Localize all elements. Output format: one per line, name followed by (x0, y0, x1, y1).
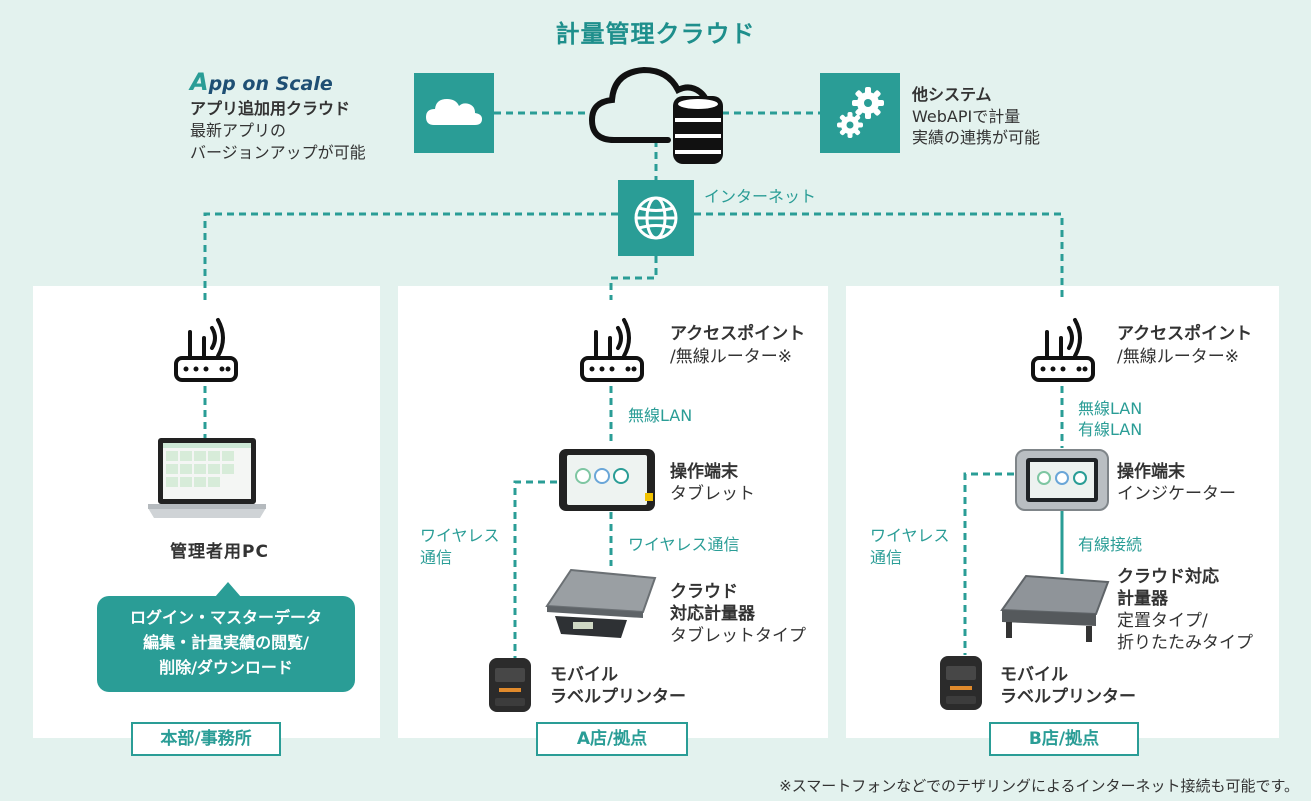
store-b-terminal-label: 操作端末 (1117, 462, 1185, 482)
app-cloud-desc-1: 最新アプリの (190, 121, 287, 140)
other-system-title: 他システム (912, 85, 992, 104)
cloud-icon (588, 66, 711, 143)
app-cloud-title: アプリ追加用クラウド (190, 99, 351, 118)
diagram-title: 計量管理クラウド (555, 20, 756, 48)
site-label-store-b: B店/拠点 (989, 722, 1139, 756)
store-b-terminal-type: インジケーター (1117, 484, 1236, 504)
cloud-icon (426, 99, 482, 125)
database-icon (673, 96, 723, 164)
store-b-wireless-1: ワイヤレス (870, 526, 950, 545)
app-on-scale-logo: App on Scale (190, 68, 333, 96)
other-system-desc-1: WebAPIで計量 (912, 107, 1021, 126)
store-b-printer-label-2: ラベルプリンター (1000, 687, 1136, 707)
store-a-ap-label-2: /無線ルーター※ (670, 347, 792, 367)
router-icon (580, 318, 644, 382)
store-a-ap-label-1: アクセスポイント (670, 324, 806, 344)
bubble-line-3: 削除/ダウンロード (159, 658, 293, 677)
admin-functions-bubble: ログイン・マスターデータ 編集・計量実績の閲覧/ 削除/ダウンロード (97, 582, 355, 692)
other-system-desc-2: 実績の連携が可能 (912, 128, 1041, 147)
router-icon (174, 318, 238, 382)
indicator-icon (1015, 449, 1109, 511)
internet-box (618, 180, 694, 256)
laptop-icon (148, 438, 266, 518)
router-icon (1031, 318, 1095, 382)
store-a-scale-label-3: タブレットタイプ (670, 626, 806, 646)
store-b-ap-label-1: アクセスポイント (1117, 324, 1253, 344)
store-a-printer-label-2: ラベルプリンター (550, 687, 686, 707)
store-b-scale-label-2: 計量器 (1117, 589, 1168, 609)
store-b-printer-label-1: モバイル (1000, 665, 1068, 685)
store-b-scale-label-1: クラウド対応 (1117, 567, 1219, 587)
gears-icon (837, 87, 884, 138)
panel-store-a (398, 286, 828, 738)
scale-icon (545, 568, 657, 638)
internet-label: インターネット (704, 187, 817, 206)
store-b-scale-label-3: 定置タイプ/ (1117, 611, 1208, 631)
store-a-conn-wlan: 無線LAN (628, 406, 693, 425)
printer-icon (489, 658, 531, 712)
store-a-printer-label-1: モバイル (550, 665, 618, 685)
store-a-wireless-2: 通信 (420, 548, 453, 567)
admin-pc-label: 管理者用PC (170, 542, 269, 562)
printer-icon (940, 656, 982, 710)
store-b-scale-label-4: 折りたたみタイプ (1117, 633, 1253, 653)
app-cloud-box (414, 73, 494, 153)
store-a-terminal-type: タブレット (670, 484, 755, 504)
store-a-conn-wireless: ワイヤレス通信 (628, 535, 740, 554)
store-b-conn-wlan: 無線LAN (1078, 399, 1143, 418)
other-system-box (820, 73, 900, 153)
footnote: ※スマートフォンなどでのテザリングによるインターネット接続も可能です。 (779, 777, 1299, 795)
site-label-hq: 本部/事務所 (131, 722, 281, 756)
store-b-conn-lan: 有線LAN (1078, 420, 1143, 439)
store-a-wireless-1: ワイヤレス (420, 526, 500, 545)
store-a-terminal-label: 操作端末 (670, 462, 738, 482)
store-a-scale-label-1: クラウド (670, 582, 738, 602)
bubble-line-2: 編集・計量実績の閲覧/ (143, 633, 309, 652)
store-a-scale-label-2: 対応計量器 (670, 604, 755, 624)
tablet-icon (559, 449, 655, 511)
store-b-ap-label-2: /無線ルーター※ (1117, 347, 1239, 367)
scale-icon (1000, 574, 1110, 642)
app-cloud-desc-2: バージョンアップが可能 (190, 143, 366, 162)
site-label-store-a: A店/拠点 (536, 722, 688, 756)
bubble-line-1: ログイン・マスターデータ (129, 608, 322, 627)
store-b-wireless-2: 通信 (870, 548, 903, 567)
store-b-conn-wired: 有線接続 (1078, 535, 1143, 554)
globe-icon (634, 196, 678, 240)
